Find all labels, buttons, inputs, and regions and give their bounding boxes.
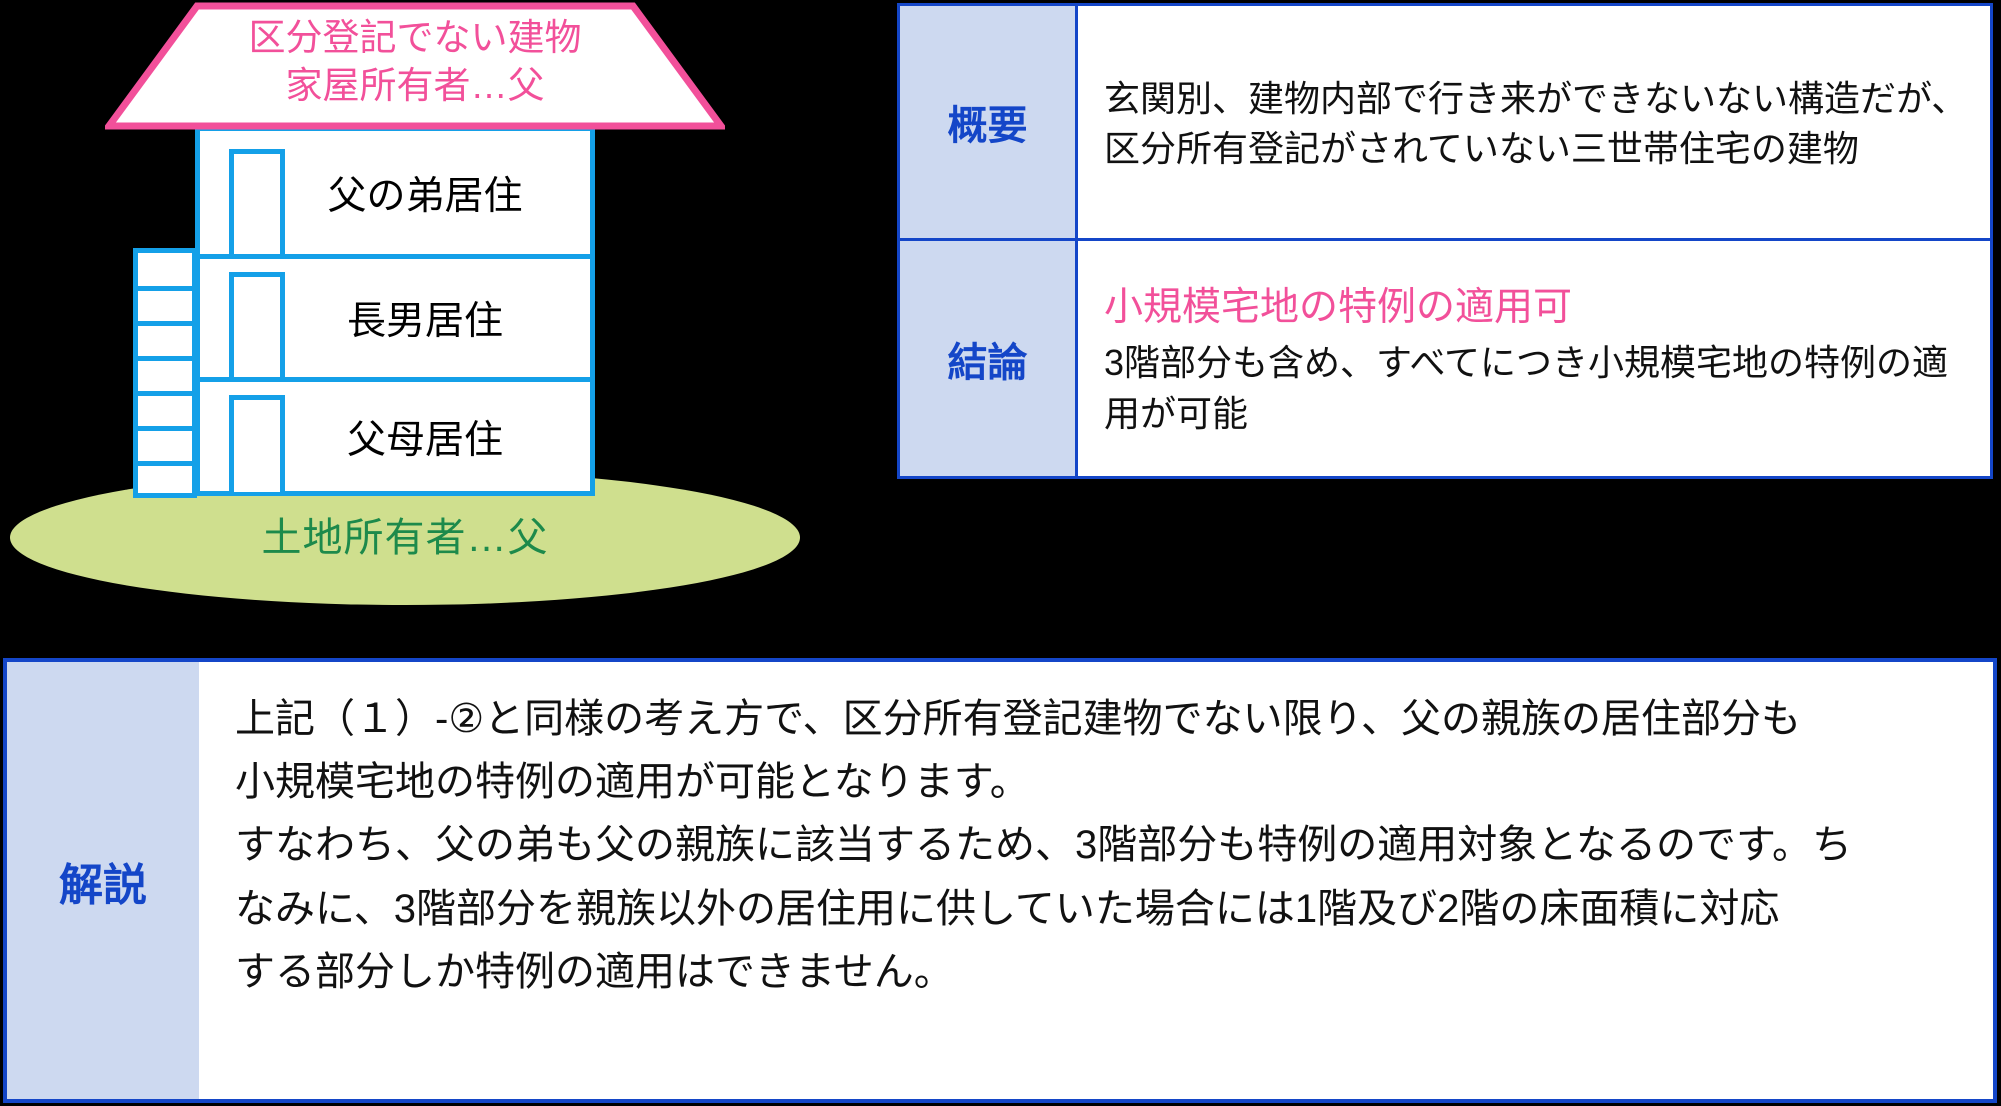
summary-row-conclusion: 結論 小規模宅地の特例の適用可 3階部分も含め、すべてにつき小規模宅地の特例の適…: [900, 238, 1990, 476]
house-body: 父の弟居住 長男居住 父母居住: [195, 126, 595, 496]
explanation-line: する部分しか特例の適用はできません。: [235, 949, 954, 994]
stair-step: [138, 426, 192, 431]
external-stairs: [133, 248, 197, 498]
conclusion-detail-text: 3階部分も含め、すべてにつき小規模宅地の特例の適用が可能: [1104, 342, 1949, 434]
summary-row-overview-label: 概要: [900, 6, 1078, 238]
summary-table: 概要 玄関別、建物内部で行き来ができないない構造だが、区分所有登記がされていない…: [897, 3, 1993, 479]
explanation-box: 解説 上記（１）-②と同様の考え方で、区分所有登記建物でない限り、父の親族の居住…: [3, 658, 1997, 1103]
summary-overview-text: 玄関別、建物内部で行き来ができないない構造だが、区分所有登記がされていない三世帯…: [1104, 77, 1968, 169]
explanation-line: 上記（１）-②と同様の考え方で、区分所有登記建物でない限り、父の親族の居住部分も: [235, 697, 1801, 741]
door-floor-2: [229, 272, 285, 377]
floor-3-label: 父の弟居住: [327, 174, 523, 218]
explanation-line: なみに、3階部分を親族以外の居住用に供していた場合には1階及び2階の床面積に対応: [235, 886, 1780, 931]
door-floor-1: [229, 395, 285, 492]
roof-label-line-2: 家屋所有者…父: [285, 65, 545, 107]
house-illustration: 父の弟居住 長男居住 父母居住 区分登記でない建物 家屋所有者…父 土地所有者……: [0, 0, 880, 640]
door-floor-3: [229, 149, 285, 254]
explanation-line: 小規模宅地の特例の適用が可能となります。: [235, 760, 1030, 805]
floor-2: 長男居住: [200, 254, 590, 377]
stair-step: [138, 356, 192, 361]
floor-1: 父母居住: [200, 377, 590, 491]
floor-3: 父の弟居住: [200, 131, 590, 254]
explanation-label: 解説: [7, 662, 199, 1099]
stair-step: [138, 391, 192, 396]
stair-step: [138, 321, 192, 326]
roof-label-line-1: 区分登記でない建物: [248, 17, 582, 58]
explanation-body: 上記（１）-②と同様の考え方で、区分所有登記建物でない限り、父の親族の居住部分も…: [199, 662, 1993, 1099]
roof-owner-label: 区分登記でない建物 家屋所有者…父: [105, 14, 725, 110]
floor-2-label: 長男居住: [346, 300, 503, 343]
conclusion-highlight-text: 小規模宅地の特例の適用可: [1104, 285, 1573, 329]
stair-step: [138, 461, 192, 466]
stair-step: [138, 286, 192, 291]
summary-row-conclusion-label: 結論: [900, 241, 1078, 476]
explanation-line: すなわち、父の弟も父の親族に該当するため、3階部分も特例の適用対象となるのです。…: [235, 823, 1853, 868]
roof-shape: [105, 2, 725, 130]
summary-row-overview-body: 玄関別、建物内部で行き来ができないない構造だが、区分所有登記がされていない三世帯…: [1078, 6, 1990, 238]
floor-1-label: 父母居住: [346, 418, 503, 462]
summary-row-overview: 概要 玄関別、建物内部で行き来ができないない構造だが、区分所有登記がされていない…: [900, 6, 1990, 238]
land-owner-label: 土地所有者…父: [261, 516, 549, 560]
summary-row-conclusion-body: 小規模宅地の特例の適用可 3階部分も含め、すべてにつき小規模宅地の特例の適用が可…: [1078, 241, 1990, 476]
